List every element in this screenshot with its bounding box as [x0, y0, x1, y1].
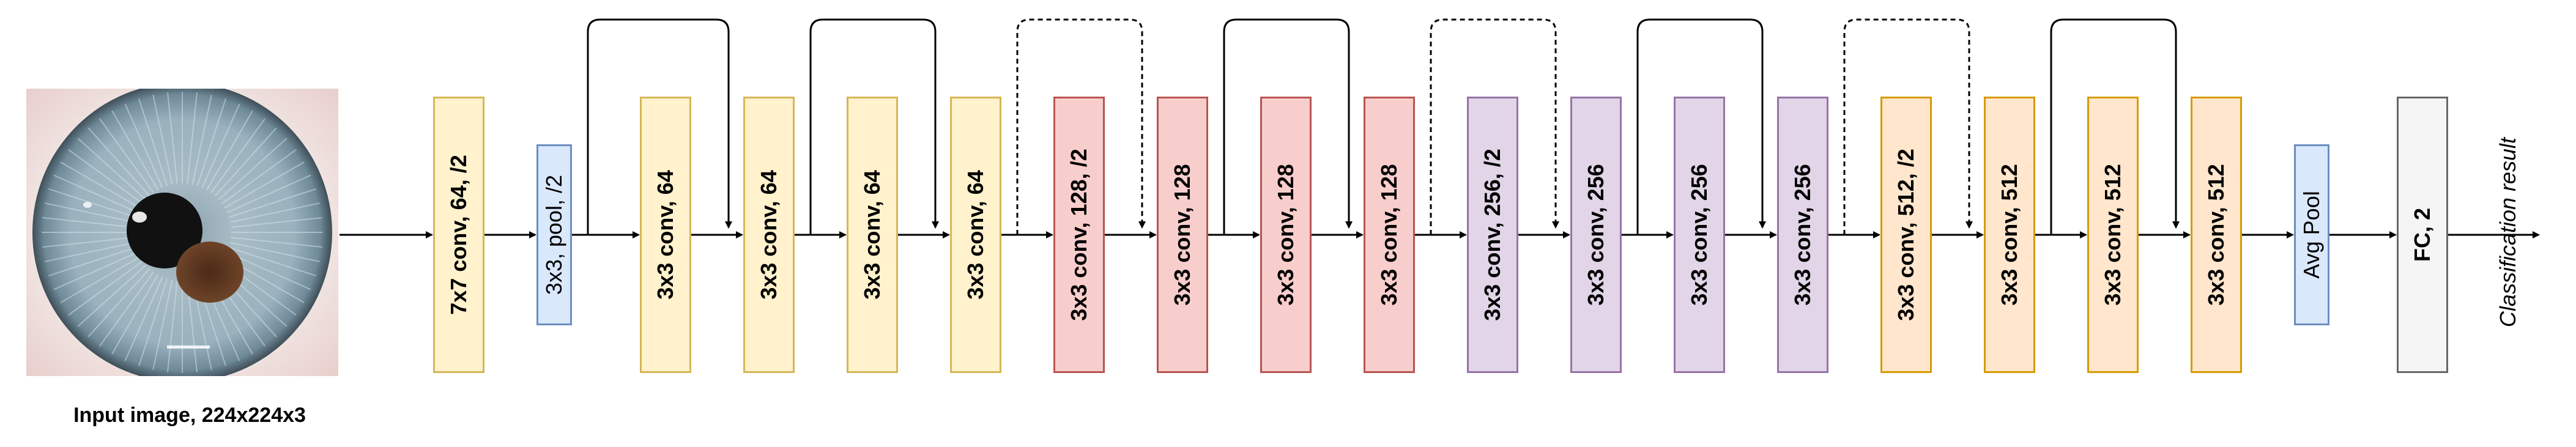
layer-11-label: 3x3 conv, 256, /2 — [1480, 149, 1505, 321]
layer-5-box: 3x3 conv, 64 — [847, 97, 898, 373]
layer-9-box: 3x3 conv, 128 — [1260, 97, 1312, 373]
skip-connection-1 — [587, 18, 732, 235]
layer-2-box: 3x3, pool, /2 — [536, 144, 572, 325]
layer-4-box: 3x3 conv, 64 — [743, 97, 795, 373]
layer-12-box: 3x3 conv, 256 — [1570, 97, 1622, 373]
layer-16-label: 3x3 conv, 512 — [1997, 164, 2022, 306]
layer-17-box: 3x3 conv, 512 — [2087, 97, 2139, 373]
layer-10-label: 3x3 conv, 128 — [1376, 164, 1401, 306]
layer-18-box: 3x3 conv, 512 — [2191, 97, 2242, 373]
layer-11-box: 3x3 conv, 256, /2 — [1467, 97, 1518, 373]
layer-9-label: 3x3 conv, 128 — [1273, 164, 1298, 306]
skip-connection-8 — [2050, 18, 2180, 235]
layer-13-label: 3x3 conv, 256 — [1687, 164, 1712, 306]
layer-7-label: 3x3 conv, 128, /2 — [1066, 149, 1091, 321]
layer-2-label: 3x3, pool, /2 — [541, 174, 566, 295]
skip-connection-4 — [1223, 18, 1353, 235]
input-eye-image — [26, 89, 338, 376]
skip-connection-2 — [809, 18, 939, 235]
layer-14-label: 3x3 conv, 256 — [1790, 164, 1815, 306]
layer-6-box: 3x3 conv, 64 — [950, 97, 1001, 373]
input-image-caption: Input image, 224x224x3 — [73, 404, 306, 427]
layer-1-label: 7x7 conv, 64, /2 — [446, 155, 471, 315]
layer-18-label: 3x3 conv, 512 — [2203, 164, 2229, 306]
layer-7-box: 3x3 conv, 128, /2 — [1053, 97, 1105, 373]
layer-20-label: FC, 2 — [2410, 207, 2435, 262]
layer-8-label: 3x3 conv, 128 — [1170, 164, 1195, 306]
layer-4-label: 3x3 conv, 64 — [756, 170, 781, 300]
layer-3-box: 3x3 conv, 64 — [640, 97, 691, 373]
layer-12-label: 3x3 conv, 256 — [1583, 164, 1608, 306]
layer-1-box: 7x7 conv, 64, /2 — [433, 97, 484, 373]
layer-19-box: Avg Pool — [2294, 144, 2329, 325]
layer-13-box: 3x3 conv, 256 — [1674, 97, 1725, 373]
layer-15-label: 3x3 conv, 512, /2 — [1893, 149, 1918, 321]
skip-connection-6 — [1636, 18, 1766, 235]
layer-5-label: 3x3 conv, 64 — [859, 170, 885, 300]
layer-10-box: 3x3 conv, 128 — [1364, 97, 1415, 373]
layer-8-box: 3x3 conv, 128 — [1157, 97, 1208, 373]
skip-connection-3 — [1016, 18, 1146, 235]
layer-6-label: 3x3 conv, 64 — [963, 170, 988, 300]
layer-17-label: 3x3 conv, 512 — [2100, 164, 2125, 306]
skip-connection-5 — [1430, 18, 1559, 235]
layer-14-box: 3x3 conv, 256 — [1777, 97, 1828, 373]
layer-3-label: 3x3 conv, 64 — [653, 170, 678, 300]
layer-19-label: Avg Pool — [2299, 191, 2324, 279]
layer-20-box: FC, 2 — [2397, 97, 2448, 373]
skip-connection-7 — [1843, 18, 1973, 235]
output-caption: Classification result — [2495, 137, 2520, 328]
layer-16-box: 3x3 conv, 512 — [1984, 97, 2035, 373]
layer-15-box: 3x3 conv, 512, /2 — [1880, 97, 1932, 373]
